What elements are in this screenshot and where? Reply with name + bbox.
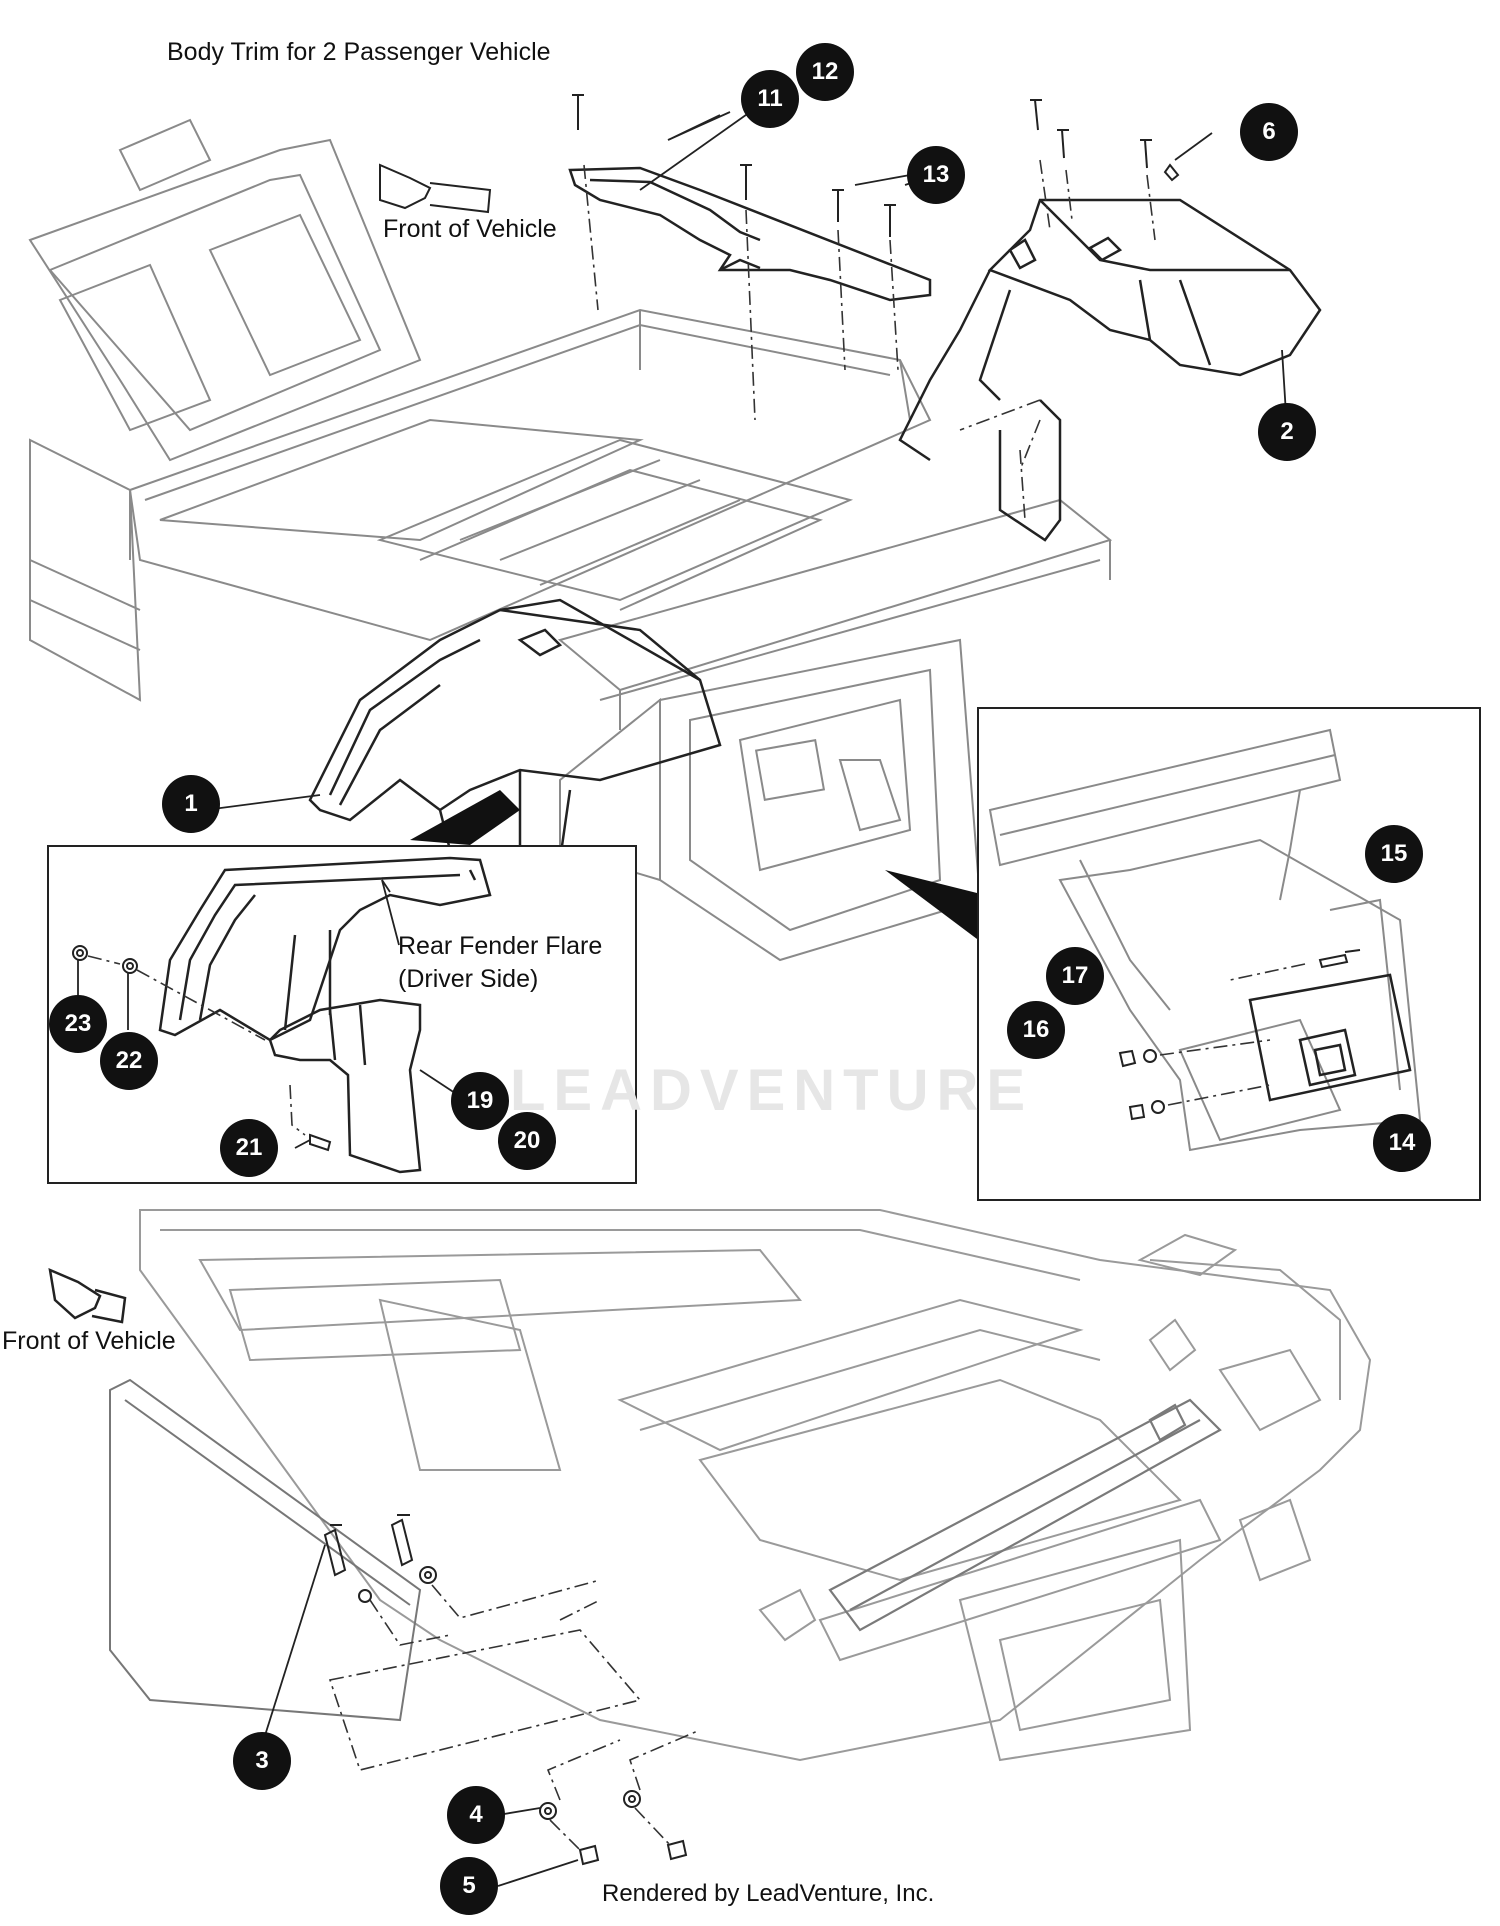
fender-flare-side-label: (Driver Side) [398,965,539,993]
callout-4: 4 [447,1786,505,1844]
callout-15: 15 [1365,825,1423,883]
callout-12: 12 [796,43,854,101]
bottom-frame-rail [828,1398,1222,1632]
callout-13: 13 [907,146,965,204]
callout-20: 20 [498,1112,556,1170]
fender-flare-part [158,856,492,1042]
credit-label: Rendered by LeadVenture, Inc. [602,1880,935,1907]
fender-flare-label: Rear Fender Flare [398,932,603,960]
front-of-vehicle-label-top: Front of Vehicle [383,215,557,243]
top-fasteners [379,94,1180,237]
top-assembly-lines [583,159,1156,521]
front-arrow-bottom [48,1267,127,1324]
callout-6: 6 [1240,103,1298,161]
pointer-wedge-left [410,790,520,845]
pointer-wedge-right [885,870,985,945]
fender-passenger-side [898,198,1322,542]
bottom-fasteners [323,1514,688,1866]
callout-21: 21 [220,1119,278,1177]
hitch-receiver [1248,973,1412,1102]
front-of-vehicle-label-bottom: Front of Vehicle [2,1327,176,1355]
watermark: LEADVENTURE [510,1058,1034,1123]
callout-1: 1 [162,775,220,833]
diagram-title: Body Trim for 2 Passenger Vehicle [167,38,551,66]
flare-assembly-lines [87,955,306,1136]
callout-19: 19 [451,1072,509,1130]
callout-16: 16 [1007,1001,1065,1059]
hitch-detail-frame [988,728,1422,1152]
top-trim-panel [568,166,932,302]
callout-23: 23 [49,995,107,1053]
bottom-frame-assembly [139,1209,1372,1762]
callout-22: 22 [100,1032,158,1090]
callout-14: 14 [1373,1114,1431,1172]
callout-3: 3 [233,1732,291,1790]
callout-2: 2 [1258,403,1316,461]
underside-panel [109,1378,422,1722]
callout-5: 5 [440,1857,498,1915]
mud-flap-part [268,998,422,1174]
bottom-leader-lines [261,1544,579,1887]
bottom-assembly-lines [328,1579,701,1851]
hitch-assembly-lines [1159,963,1306,1106]
callout-11: 11 [741,70,799,128]
callout-17: 17 [1046,947,1104,1005]
fender-driver-side [308,598,722,862]
top-frame-assembly [28,118,1113,962]
hitch-fasteners [1118,949,1361,1121]
